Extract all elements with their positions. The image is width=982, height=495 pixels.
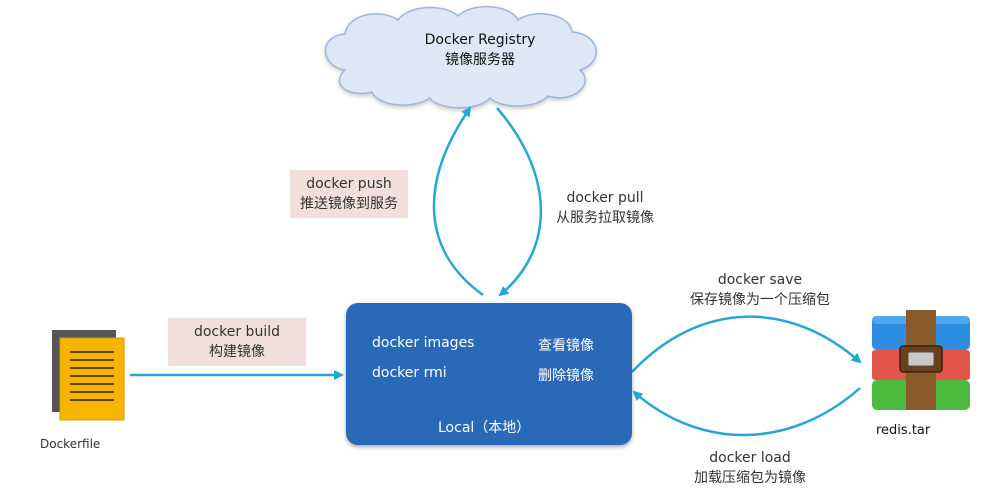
images-desc: 查看镜像 xyxy=(538,338,594,354)
push-cmd: docker push xyxy=(306,176,392,192)
pull-arrow xyxy=(496,107,543,297)
build-label: docker build 构建镜像 xyxy=(168,318,306,366)
local-box: docker images 查看镜像 docker rmi 删除镜像 Local… xyxy=(346,303,632,445)
load-arrow xyxy=(632,387,861,437)
save-arrow xyxy=(631,315,862,373)
rmi-cmd: docker rmi xyxy=(372,365,447,381)
archive-label: redis.tar xyxy=(876,423,931,438)
dockerfile-icon xyxy=(52,330,125,421)
rmi-desc: 删除镜像 xyxy=(538,368,594,384)
registry-label: Docker Registry 镜像服务器 xyxy=(400,30,560,70)
build-cmd: docker build xyxy=(193,324,280,340)
push-desc: 推送镜像到服务 xyxy=(300,196,398,212)
save-label: docker save 保存镜像为一个压缩包 xyxy=(690,270,830,310)
pull-cmd: docker pull xyxy=(566,190,644,206)
load-desc: 加载压缩包为镜像 xyxy=(694,470,806,486)
push-label: docker push 推送镜像到服务 xyxy=(290,170,408,218)
build-desc: 构建镜像 xyxy=(209,344,265,360)
save-desc: 保存镜像为一个压缩包 xyxy=(690,292,830,308)
save-cmd: docker save xyxy=(717,272,803,288)
pull-desc: 从服务拉取镜像 xyxy=(556,210,654,226)
load-cmd: docker load xyxy=(709,450,791,466)
push-arrow xyxy=(432,106,484,297)
pull-label: docker pull 从服务拉取镜像 xyxy=(556,188,654,228)
registry-cloud xyxy=(324,5,597,109)
load-label: docker load 加载压缩包为镜像 xyxy=(694,448,806,488)
registry-subtitle: 镜像服务器 xyxy=(445,52,515,68)
local-caption: Local（本地） xyxy=(438,420,531,436)
archive-icon xyxy=(872,310,970,410)
registry-title: Docker Registry xyxy=(424,32,536,48)
images-cmd: docker images xyxy=(372,335,475,351)
dockerfile-label: Dockerfile xyxy=(40,437,101,451)
